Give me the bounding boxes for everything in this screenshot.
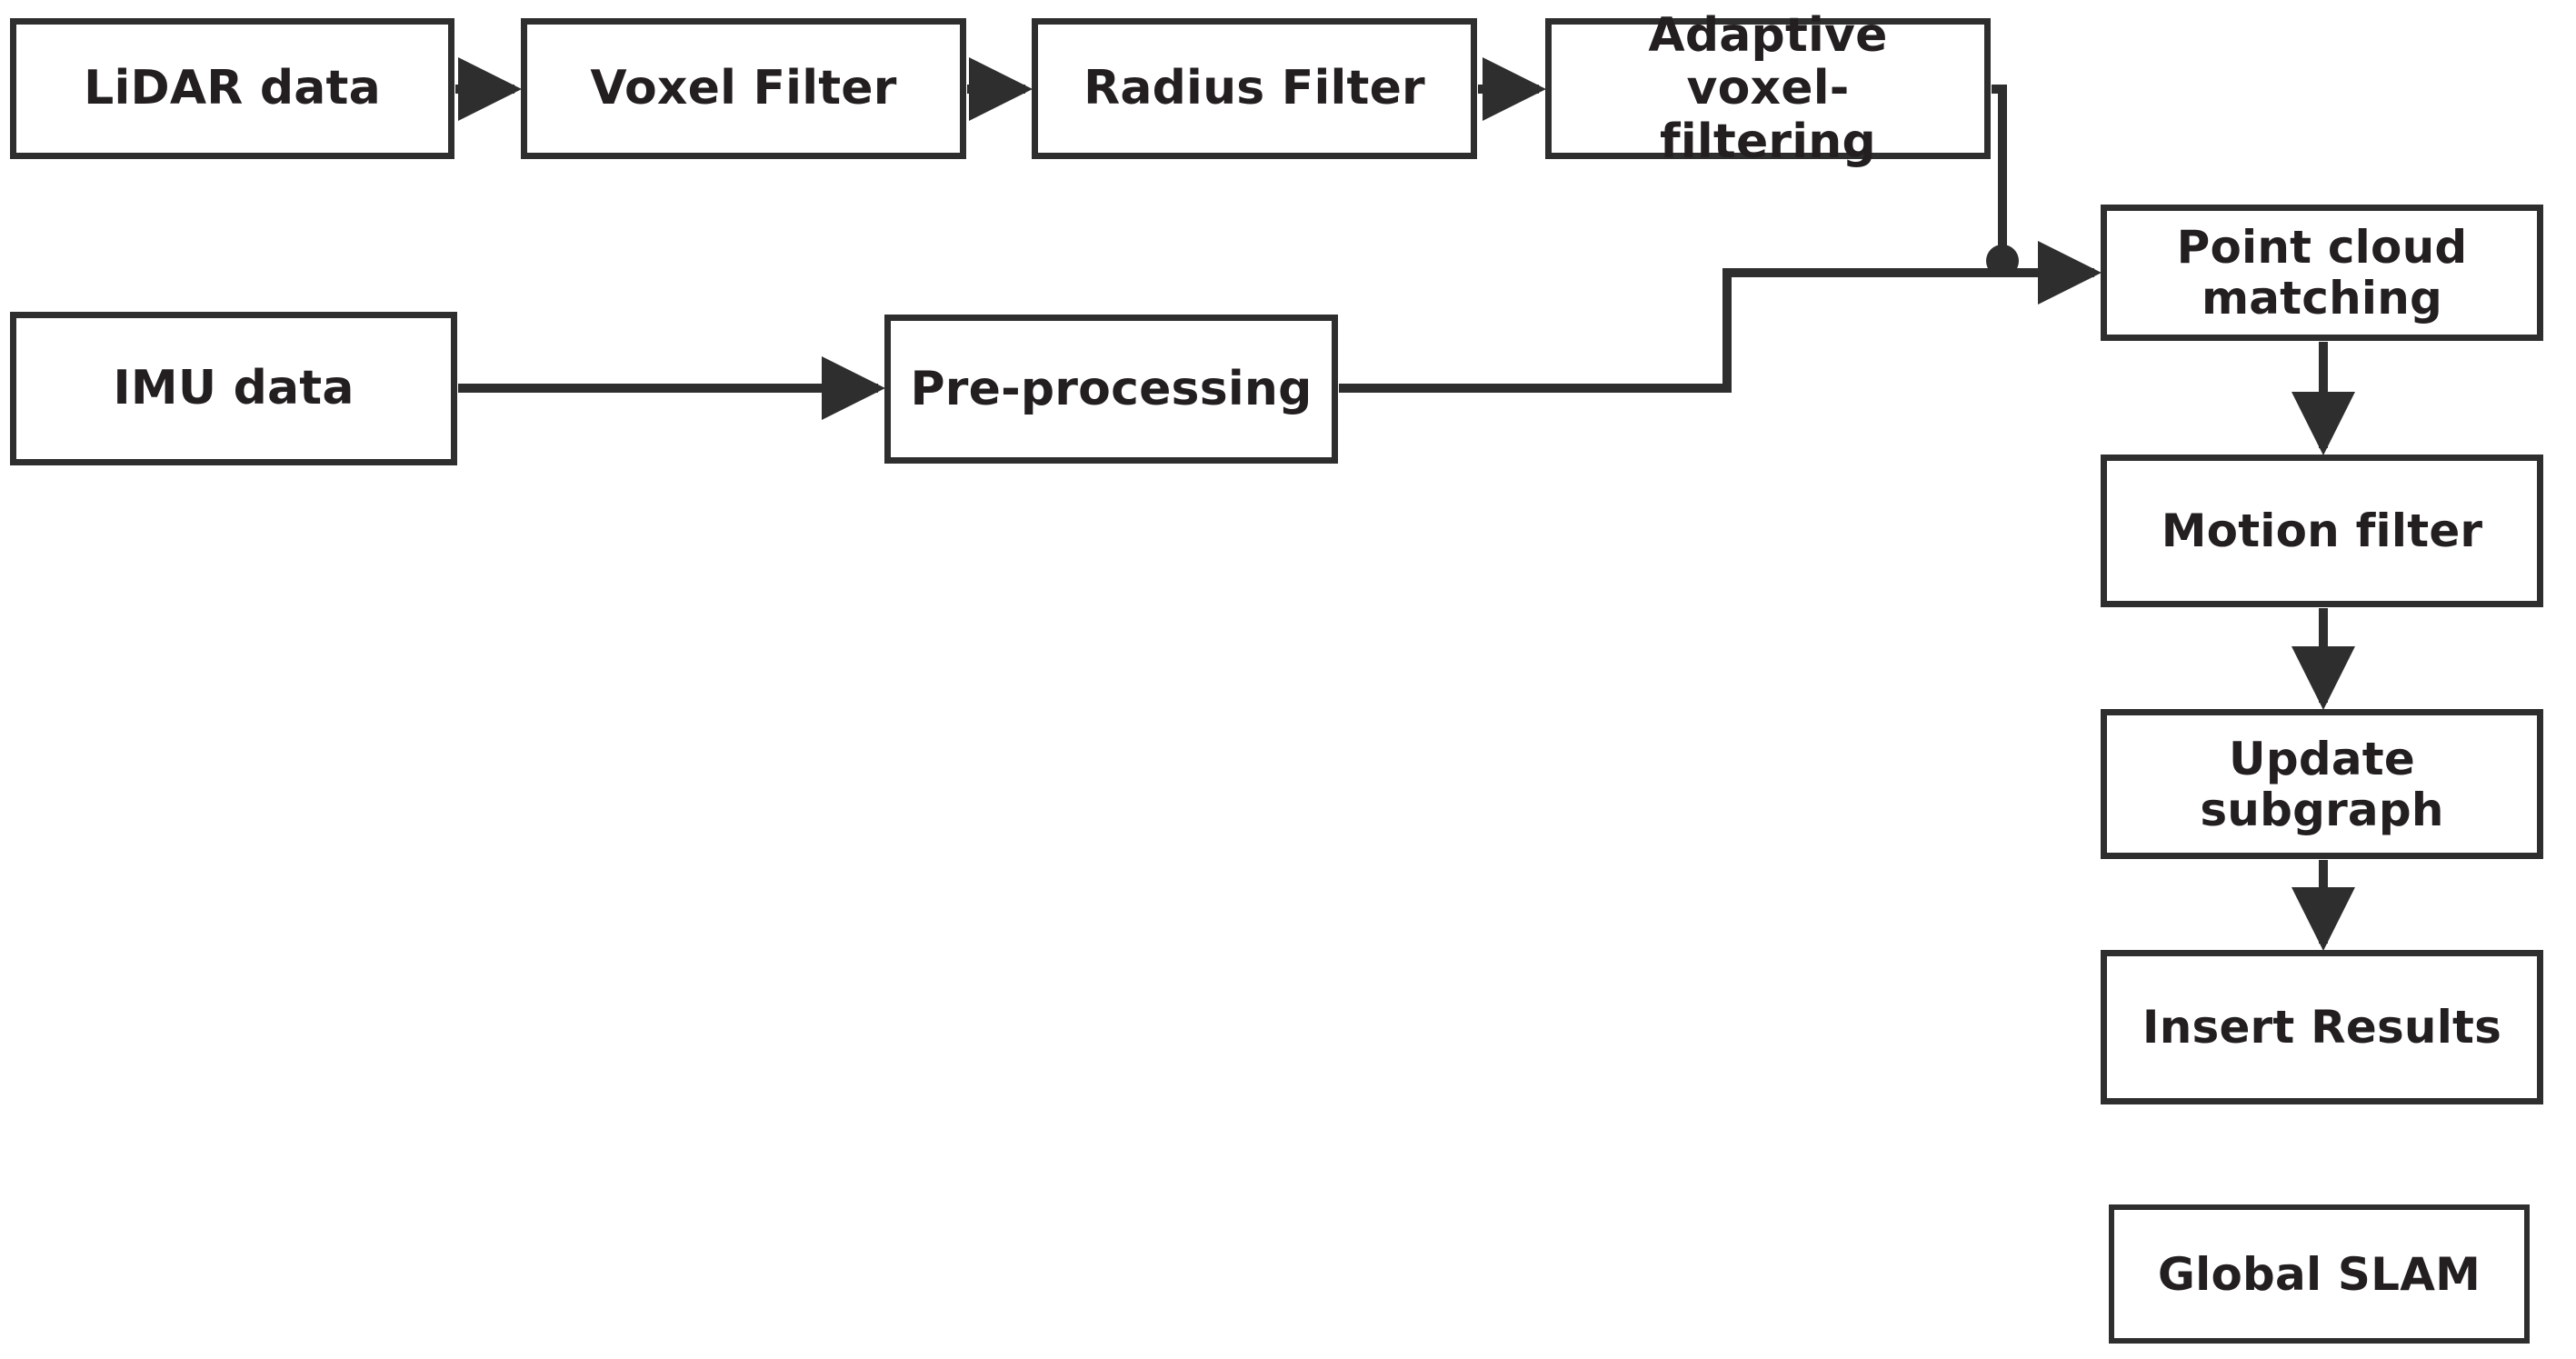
merge-junction-dot <box>1986 245 2019 277</box>
node-motion-filter[interactable]: Motion filter <box>2101 455 2543 607</box>
node-label-lidar-data: LiDAR data <box>84 61 381 116</box>
node-label-motion-filter: Motion filter <box>2161 505 2483 557</box>
node-lidar-data[interactable]: LiDAR data <box>10 18 454 159</box>
node-label-radius-filter: Radius Filter <box>1083 61 1425 116</box>
node-voxel-filter[interactable]: Voxel Filter <box>521 18 966 159</box>
node-label-insert-results: Insert Results <box>2142 1001 2502 1054</box>
node-global-slam[interactable]: Global SLAM <box>2109 1204 2530 1344</box>
node-label-adaptive-voxel-filtering: Adaptive voxel- filtering <box>1648 8 1888 169</box>
edge-adaptive-to-matching <box>1992 85 2007 261</box>
node-update-subgraph[interactable]: Update subgraph <box>2101 709 2543 859</box>
node-imu-data[interactable]: IMU data <box>10 312 457 465</box>
node-insert-results[interactable]: Insert Results <box>2101 950 2543 1104</box>
node-label-point-cloud-matching: Point cloud matching <box>2176 221 2468 325</box>
node-label-imu-data: IMU data <box>113 361 354 416</box>
edge-preprocessing-to-matching <box>1339 241 2102 393</box>
node-label-voxel-filter: Voxel Filter <box>590 61 897 116</box>
node-label-global-slam: Global SLAM <box>2157 1247 2481 1301</box>
node-radius-filter[interactable]: Radius Filter <box>1032 18 1477 159</box>
node-label-update-subgraph: Update subgraph <box>2200 732 2444 836</box>
node-pre-processing[interactable]: Pre-processing <box>884 315 1338 464</box>
node-adaptive-voxel-filtering[interactable]: Adaptive voxel- filtering <box>1545 9 1991 168</box>
node-label-pre-processing: Pre-processing <box>910 361 1313 416</box>
node-point-cloud-matching[interactable]: Point cloud matching <box>2101 205 2543 341</box>
